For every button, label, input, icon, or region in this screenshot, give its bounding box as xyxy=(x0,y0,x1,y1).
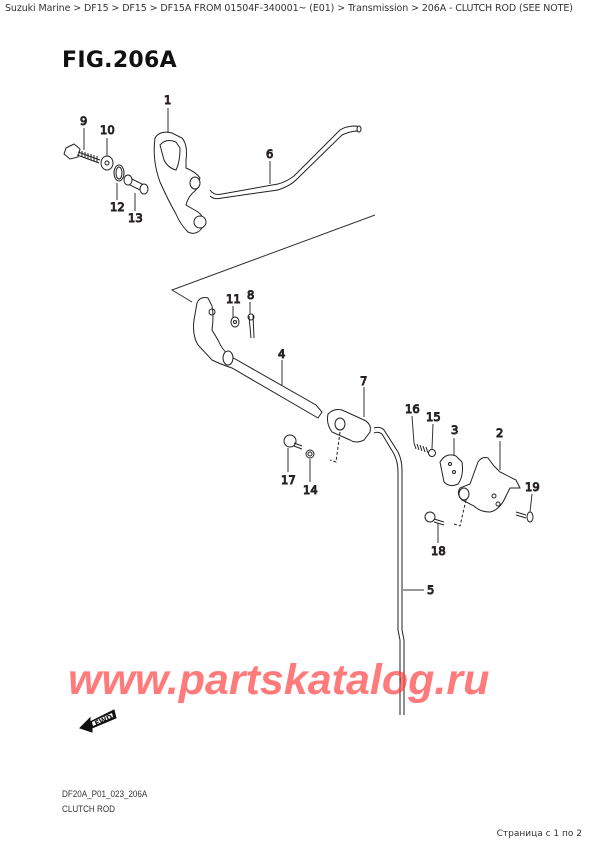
part-8-cotter-pin[interactable] xyxy=(247,313,255,339)
callout-4[interactable]: 4 xyxy=(278,347,286,362)
part-5-clutch-rod[interactable] xyxy=(373,426,405,715)
part-7-rod-joint[interactable] xyxy=(327,409,371,463)
callout-5[interactable]: 5 xyxy=(427,583,435,598)
callout-18[interactable]: 18 xyxy=(431,544,447,559)
callout-6[interactable]: 6 xyxy=(266,147,274,162)
callout-11[interactable]: 11 xyxy=(226,292,242,307)
figure-name: CLUTCH ROD xyxy=(62,804,115,815)
fwd-label: FWD xyxy=(94,713,114,728)
figure-code: DF20A_P01_023_206A xyxy=(62,789,148,800)
callout-14[interactable]: 14 xyxy=(303,483,319,498)
part-14-washer[interactable] xyxy=(305,449,315,459)
part-18-bolt[interactable] xyxy=(424,511,445,526)
callout-19[interactable]: 19 xyxy=(525,480,541,495)
part-9-bolt[interactable] xyxy=(63,143,101,164)
callout-9[interactable]: 9 xyxy=(80,114,88,129)
leader-lines xyxy=(83,108,533,591)
callout-15[interactable]: 15 xyxy=(426,410,442,425)
callout-7[interactable]: 7 xyxy=(360,374,368,389)
part-6-rod[interactable] xyxy=(209,125,362,200)
part-13-bushing[interactable] xyxy=(123,174,149,195)
part-11-washer[interactable] xyxy=(230,316,240,328)
callout-16[interactable]: 16 xyxy=(405,402,421,417)
pagination: Страница с 1 по 2 xyxy=(496,829,582,839)
part-15-ball[interactable] xyxy=(428,449,436,457)
callout-8[interactable]: 8 xyxy=(247,288,255,303)
part-10-washer[interactable] xyxy=(100,155,114,171)
callout-17[interactable]: 17 xyxy=(281,473,297,488)
callout-1[interactable]: 1 xyxy=(164,93,172,108)
part-17-bolt[interactable] xyxy=(283,434,303,450)
fwd-arrow-icon: FWD xyxy=(78,704,118,740)
callout-13[interactable]: 13 xyxy=(128,211,144,226)
callout-3[interactable]: 3 xyxy=(451,423,459,438)
breadcrumb: Suzuki Marine > DF15 > DF15 > DF15A FROM… xyxy=(5,3,573,14)
watermark: www.partskatalog.ru xyxy=(68,656,490,704)
part-19-screw[interactable] xyxy=(515,511,534,523)
part-1-clutch-lever[interactable] xyxy=(153,131,207,234)
part-2-clutch-cam[interactable] xyxy=(453,457,521,527)
group-connector-line xyxy=(170,214,376,303)
part-16-spring[interactable] xyxy=(413,442,429,454)
part-12-o-ring[interactable] xyxy=(113,164,125,182)
part-4-clutch-shaft[interactable] xyxy=(193,297,323,419)
callout-numbers: 1 2 3 4 5 6 7 8 9 10 11 12 13 14 15 16 1… xyxy=(80,93,541,598)
callout-2[interactable]: 2 xyxy=(496,426,504,441)
callout-10[interactable]: 10 xyxy=(100,123,116,138)
callout-12[interactable]: 12 xyxy=(110,200,126,215)
part-3-detent-plate[interactable] xyxy=(439,454,463,487)
figure-title: FIG.206A xyxy=(62,48,177,73)
